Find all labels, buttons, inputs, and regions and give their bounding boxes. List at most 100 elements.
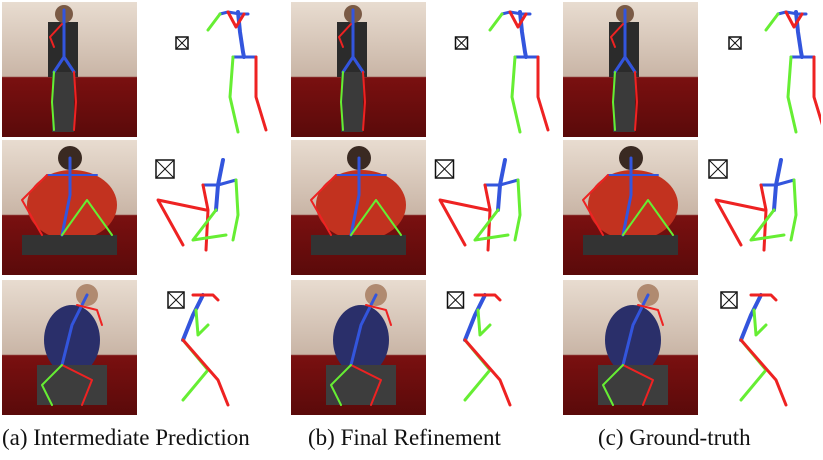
skeleton-arm-left: [476, 308, 492, 337]
overlay-leg-right: [350, 364, 382, 406]
overlay-leg-right: [622, 364, 654, 406]
skeleton-spine: [463, 293, 487, 342]
camera-frustum-edge: [155, 159, 175, 179]
overlay-arm-right: [365, 304, 392, 326]
caption-final-refinement: (b) Final Refinement: [308, 425, 501, 450]
overlay-leg-left: [612, 71, 616, 131]
person-torso: [333, 305, 389, 375]
skeleton-leg-right: [181, 338, 230, 407]
skeleton-row2-col-b: [425, 140, 560, 275]
skeleton-leg-right: [714, 198, 766, 247]
skeleton-shoulders: [759, 178, 796, 187]
skeleton-leg-right: [812, 55, 821, 126]
overlay-leg-right: [61, 364, 93, 406]
skeleton-arm-left: [513, 178, 522, 242]
skeleton-arm-right: [508, 10, 528, 29]
skeleton-leg-left: [473, 208, 510, 242]
camera-frustum: [454, 36, 469, 50]
overlay-spine: [621, 293, 650, 367]
skeleton-leg-left: [463, 338, 492, 402]
skeleton-row1-col-c: [696, 2, 821, 137]
skeleton-arm-right: [784, 10, 804, 29]
skeleton-arm-left: [231, 178, 240, 242]
skeleton-shoulders: [201, 178, 238, 187]
skeleton-row3-col-b: [425, 280, 560, 415]
skeleton-arm-right: [191, 293, 220, 302]
camera-frustum-edge: [447, 291, 464, 309]
skeleton-leg-left: [510, 55, 522, 134]
skeleton-leg-right: [739, 338, 788, 407]
person-torso: [27, 170, 117, 240]
person-legs: [52, 72, 74, 132]
skeleton-leg-left: [739, 338, 768, 402]
skeleton-arm-right: [473, 293, 502, 302]
overlay-spine: [621, 156, 633, 237]
person-torso: [588, 170, 678, 240]
overlay-leg-left: [330, 364, 352, 406]
overlay-leg-right: [362, 71, 366, 131]
skeleton-arm-right: [201, 183, 210, 252]
skeleton-row3-col-a: [148, 280, 283, 415]
person-torso: [605, 305, 661, 375]
caption-intermediate-prediction: (a) Intermediate Prediction: [2, 425, 250, 450]
person-legs: [311, 235, 406, 255]
overlay-arm-right: [637, 304, 664, 326]
camera-frustum-edge: [455, 36, 468, 50]
overlay-leg-left: [51, 71, 55, 131]
photo-row3-col-b: [291, 280, 426, 415]
overlay-leg-left: [602, 364, 624, 406]
person-torso: [44, 305, 100, 375]
overlay-leg-left: [61, 199, 113, 236]
skeleton-arm-right: [759, 183, 768, 252]
skeleton-arm-left: [194, 308, 210, 337]
overlay-spine: [349, 156, 361, 237]
overlay-arm-right: [76, 304, 103, 326]
skeleton-leg-right: [254, 55, 268, 132]
overlay-leg-right: [73, 71, 77, 131]
overlay-arm-right: [310, 174, 337, 236]
person-legs: [613, 72, 635, 132]
skeleton-leg-left: [181, 338, 210, 402]
overlay-arm-right: [49, 23, 63, 48]
person-legs: [341, 72, 363, 132]
camera-frustum: [446, 291, 465, 309]
skeleton-leg-right: [463, 338, 512, 407]
skeleton-row1-col-b: [425, 2, 560, 137]
overlay-arm-right: [582, 174, 609, 236]
skeleton-leg-right: [536, 55, 550, 132]
camera-frustum: [175, 36, 189, 50]
photo-row2-col-c: [563, 140, 698, 275]
overlay-arm-right: [610, 23, 624, 48]
skeleton-row2-col-a: [148, 140, 283, 275]
photo-row2-col-b: [291, 140, 426, 275]
photo-row1-col-b: [291, 2, 426, 137]
skeleton-leg-left: [228, 55, 240, 134]
camera-frustum: [720, 291, 738, 309]
overlay-spine: [60, 293, 89, 367]
overlay-leg-left: [622, 199, 674, 236]
caption-ground-truth: (c) Ground-truth: [598, 425, 751, 450]
camera-frustum-edge: [167, 291, 185, 309]
person-legs: [583, 235, 678, 255]
skeleton-leg-left: [786, 55, 798, 134]
skeleton-row1-col-a: [148, 2, 283, 137]
camera-frustum: [155, 159, 175, 179]
camera-frustum-edge: [720, 291, 738, 309]
skeleton-row2-col-c: [696, 140, 821, 275]
camera-frustum-edge: [175, 36, 189, 50]
person-torso: [316, 170, 406, 240]
camera-frustum-edge: [708, 159, 728, 179]
skeleton-arm-left: [206, 12, 222, 32]
overlay-arm-right: [21, 174, 48, 236]
skeleton-row3-col-c: [696, 280, 821, 415]
camera-frustum: [434, 159, 455, 179]
skeleton-arm-right: [226, 10, 246, 29]
overlay-leg-left: [350, 199, 402, 236]
person-legs: [22, 235, 117, 255]
skeleton-leg-left: [191, 208, 228, 242]
photo-row3-col-a: [2, 280, 137, 415]
skeleton-arm-left: [789, 178, 798, 242]
camera-frustum: [708, 159, 728, 179]
skeleton-spine: [739, 293, 763, 342]
